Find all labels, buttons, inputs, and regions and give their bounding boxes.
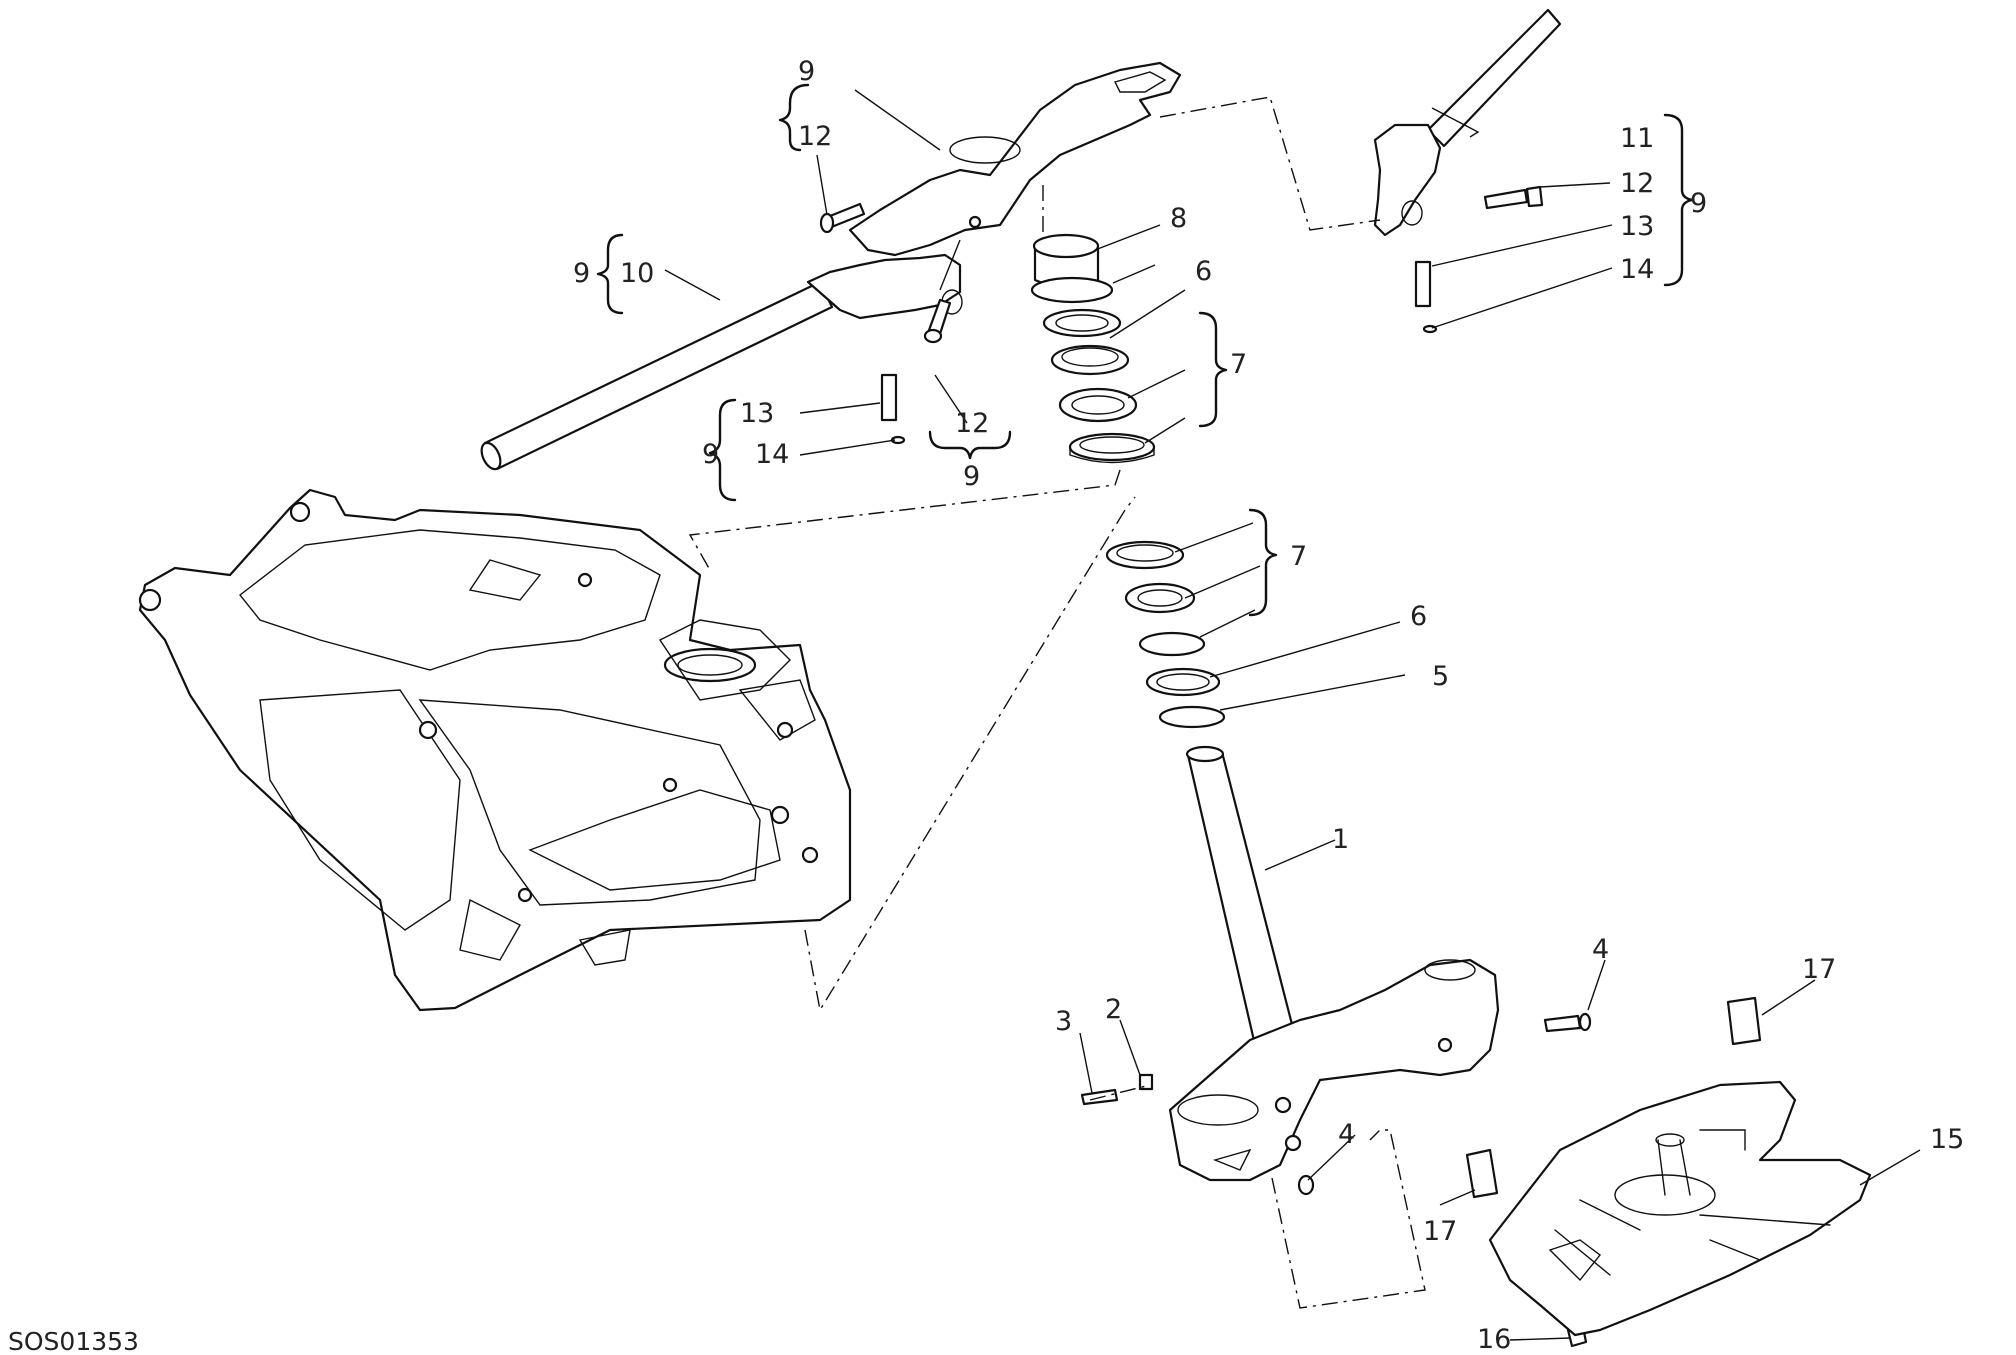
upper-bearing-stack — [1030, 233, 1156, 464]
callout-labels: 9 12 9 10 13 9 14 12 9 8 6 7 11 12 13 14… — [8, 56, 1964, 1355]
label-16: 16 — [1477, 1324, 1511, 1355]
label-12: 12 — [798, 121, 832, 152]
label-14: 14 — [755, 439, 789, 470]
braces — [596, 83, 1694, 617]
label-6: 6 — [1195, 256, 1212, 287]
label-10: 10 — [620, 258, 654, 289]
cover — [1488, 1080, 1872, 1337]
fasteners — [819, 185, 1544, 445]
label-1: 1 — [1332, 824, 1349, 855]
label-7: 7 — [1290, 541, 1307, 572]
label-7: 7 — [1230, 349, 1247, 380]
drawing-code: SOS01353 — [8, 1327, 139, 1355]
steering-stem-lower-clamp — [1168, 745, 1500, 1182]
label-12: 12 — [1620, 168, 1654, 199]
right-handlebar — [1373, 8, 1562, 237]
label-11: 11 — [1620, 123, 1654, 154]
label-13: 13 — [740, 398, 774, 429]
label-4: 4 — [1338, 1119, 1355, 1150]
label-12: 12 — [955, 408, 989, 439]
leader-lines — [664, 89, 1921, 1341]
lower-bearing-stack — [1105, 540, 1226, 729]
label-13: 13 — [1620, 211, 1654, 242]
label-9: 9 — [573, 258, 590, 289]
label-4: 4 — [1592, 934, 1609, 965]
frame — [138, 488, 852, 1012]
label-15: 15 — [1930, 1124, 1964, 1155]
label-2: 2 — [1105, 994, 1122, 1025]
label-17: 17 — [1802, 954, 1836, 985]
label-9: 9 — [702, 439, 719, 470]
label-6: 6 — [1410, 601, 1427, 632]
label-5: 5 — [1432, 661, 1449, 692]
label-8: 8 — [1170, 203, 1187, 234]
label-3: 3 — [1055, 1006, 1072, 1037]
label-9: 9 — [1690, 188, 1707, 219]
label-14: 14 — [1620, 254, 1654, 285]
left-handlebar — [480, 253, 963, 471]
label-17: 17 — [1423, 1216, 1457, 1247]
upper-clamp — [848, 61, 1182, 257]
label-9: 9 — [798, 56, 815, 87]
label-9: 9 — [963, 461, 980, 492]
reference-lines — [688, 96, 1426, 1309]
